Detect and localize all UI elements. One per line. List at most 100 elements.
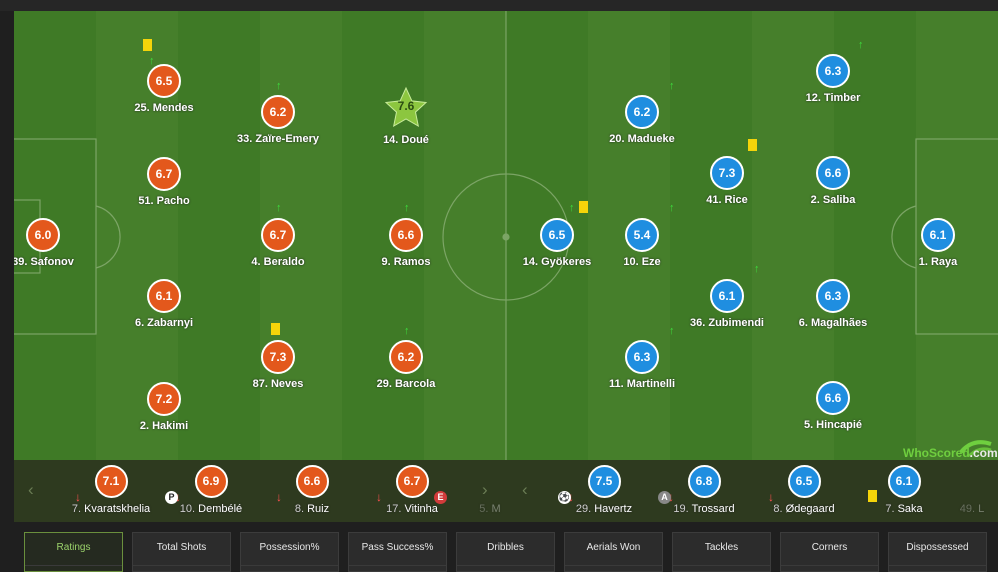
home-bench-next-arrow[interactable]: › bbox=[482, 480, 488, 499]
bench-player-number: 17. bbox=[386, 503, 405, 515]
tab-dribbles[interactable]: Dribbles bbox=[456, 532, 555, 572]
whoscored-logo: WhoScored.com bbox=[903, 438, 998, 460]
bench-player-name: 8. Ødegaard bbox=[773, 503, 835, 515]
player-name: 87. Neves bbox=[252, 378, 304, 390]
player-name: 12. Timber bbox=[805, 92, 861, 104]
player-name: 33. Zaïre-Emery bbox=[237, 133, 319, 145]
subbed-on-arrow-icon: ↓ bbox=[568, 490, 574, 504]
tab-divider bbox=[349, 565, 446, 566]
player-rating: 7.3 bbox=[710, 156, 744, 190]
tab-divider bbox=[565, 565, 662, 566]
home-bench-prev-arrow[interactable]: ‹ bbox=[28, 480, 34, 499]
away-bench-player[interactable]: 7.5 29. Havertz bbox=[554, 465, 654, 515]
player-name: 5. Hincapié bbox=[803, 419, 863, 431]
tab-possession[interactable]: Possession% bbox=[240, 532, 339, 572]
tab-label: Corners bbox=[811, 542, 848, 553]
error-icon: E bbox=[434, 491, 447, 504]
tab-label: Ratings bbox=[56, 542, 91, 553]
bench-player-name: 19. Trossard bbox=[673, 503, 735, 515]
tab-label: Dispossessed bbox=[906, 542, 969, 553]
player-name: 10. Eze bbox=[623, 256, 661, 268]
bench-player-name: 17. Vitinha bbox=[386, 503, 438, 515]
player-rating: 7.2 bbox=[147, 382, 181, 416]
tab-corners[interactable]: Corners bbox=[780, 532, 879, 572]
whoscored-logo-icon bbox=[959, 440, 992, 458]
bench-rating-hidden bbox=[440, 465, 540, 498]
tab-label: Dribbles bbox=[487, 542, 524, 553]
bench-player-rating: 7.5 bbox=[587, 465, 621, 498]
home-bench-player[interactable]: 5. M bbox=[440, 465, 540, 515]
yellow-card-icon bbox=[579, 201, 588, 213]
goal-ball-icon: ⚽ bbox=[558, 491, 571, 504]
bench-player-rating: 6.1 bbox=[887, 465, 921, 498]
subbed-on-arrow-icon: ↓ bbox=[768, 490, 774, 504]
player-name: 29. Barcola bbox=[376, 378, 436, 390]
motm-rating-value: 7.6 bbox=[397, 99, 415, 113]
tab-divider bbox=[673, 565, 770, 566]
player-rating: 6.2 bbox=[625, 95, 659, 129]
tab-label: Aerials Won bbox=[586, 542, 641, 553]
away-player[interactable]: 7.3 41. Rice bbox=[667, 156, 787, 206]
bench-player-number: 7. bbox=[71, 503, 85, 515]
bench-player-name: 7. Saka bbox=[885, 503, 923, 515]
tab-dispossessed[interactable]: Dispossessed bbox=[888, 532, 987, 572]
away-bench-player[interactable]: 49. L bbox=[922, 465, 998, 515]
away-bench-player[interactable]: 6.1 7. Saka bbox=[854, 465, 954, 515]
yellow-card-icon bbox=[143, 39, 152, 51]
player-name: 41. Rice bbox=[706, 194, 748, 206]
away-player[interactable]: 6.6 5. Hincapié bbox=[773, 381, 893, 431]
bench-player-rating: 7.1 bbox=[94, 465, 128, 498]
subbed-off-arrow-icon: ↑ bbox=[404, 325, 410, 337]
player-rating: 6.0 bbox=[26, 218, 60, 252]
player-rating: 6.2 bbox=[261, 95, 295, 129]
tab-divider bbox=[25, 565, 122, 566]
tab-ratings[interactable]: Ratings bbox=[24, 532, 123, 572]
player-rating: 6.5 bbox=[540, 218, 574, 252]
player-rating: 6.1 bbox=[921, 218, 955, 252]
player-rating: 6.6 bbox=[816, 381, 850, 415]
bench-player-rating: 6.9 bbox=[194, 465, 228, 498]
player-name: 36. Zubimendi bbox=[690, 317, 764, 329]
tab-total-shots[interactable]: Total Shots bbox=[132, 532, 231, 572]
tab-tackles[interactable]: Tackles bbox=[672, 532, 771, 572]
subbed-off-arrow-icon: ↑ bbox=[669, 325, 675, 337]
away-bench-prev-arrow[interactable]: ‹ bbox=[522, 480, 528, 499]
player-name: 6. Zabarnyi bbox=[134, 317, 194, 329]
home-player[interactable]: 6.2 33. Zaïre-Emery bbox=[218, 95, 338, 145]
tab-pass-success[interactable]: Pass Success% bbox=[348, 532, 447, 572]
bench-player-rating: 6.6 bbox=[295, 465, 329, 498]
player-rating: 7.6 bbox=[384, 86, 428, 130]
player-rating: 6.5 bbox=[147, 64, 181, 98]
bench-player-name: 29. Havertz bbox=[575, 503, 633, 515]
bench-player-number: 8. bbox=[773, 503, 786, 515]
player-rating: 6.1 bbox=[147, 279, 181, 313]
bench-player-name: 49. L bbox=[959, 503, 985, 515]
tab-aerials-won[interactable]: Aerials Won bbox=[564, 532, 663, 572]
home-player[interactable]: 6.1 6. Zabarnyi bbox=[104, 279, 224, 329]
